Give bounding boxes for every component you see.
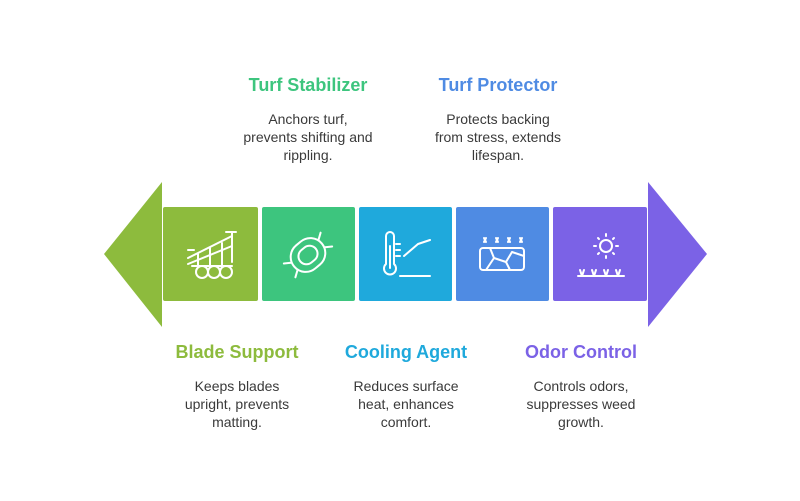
sun-grass-icon [577,233,625,277]
thermometer-icon [383,231,431,277]
label-title: Cooling Agent [344,342,468,362]
label-description: Reduces surface heat, enhances comfort. [353,378,459,430]
label-title: Turf Stabilizer [248,75,368,95]
label-turf-protector: Turf Protector Protects backing from str… [417,74,579,164]
segment-turf-protector [456,207,549,301]
label-odor-control: Odor Control Controls odors, suppresses … [496,341,666,431]
plow-icon [187,231,237,279]
label-description: Controls odors, suppresses weed growth. [526,378,636,430]
label-title: Turf Protector [438,75,558,95]
left-arrow-head [104,182,162,327]
label-description: Protects backing from stress, extends li… [434,111,562,163]
segment-odor-control [553,207,647,301]
label-turf-stabilizer: Turf Stabilizer Anchors turf, prevents s… [228,74,388,164]
label-description: Anchors turf, prevents shifting and ripp… [243,111,373,163]
right-arrow-head [648,182,707,327]
label-title: Blade Support [175,342,299,362]
segment-turf-stabilizer [262,207,355,301]
label-cooling-agent: Cooling Agent Reduces surface heat, enha… [326,341,486,431]
label-description: Keeps blades upright, prevents matting. [184,378,290,430]
label-title: Odor Control [525,342,637,362]
cracked-ground-icon [479,237,525,271]
label-blade-support: Blade Support Keeps blades upright, prev… [157,341,317,431]
pad-icon [282,231,334,279]
